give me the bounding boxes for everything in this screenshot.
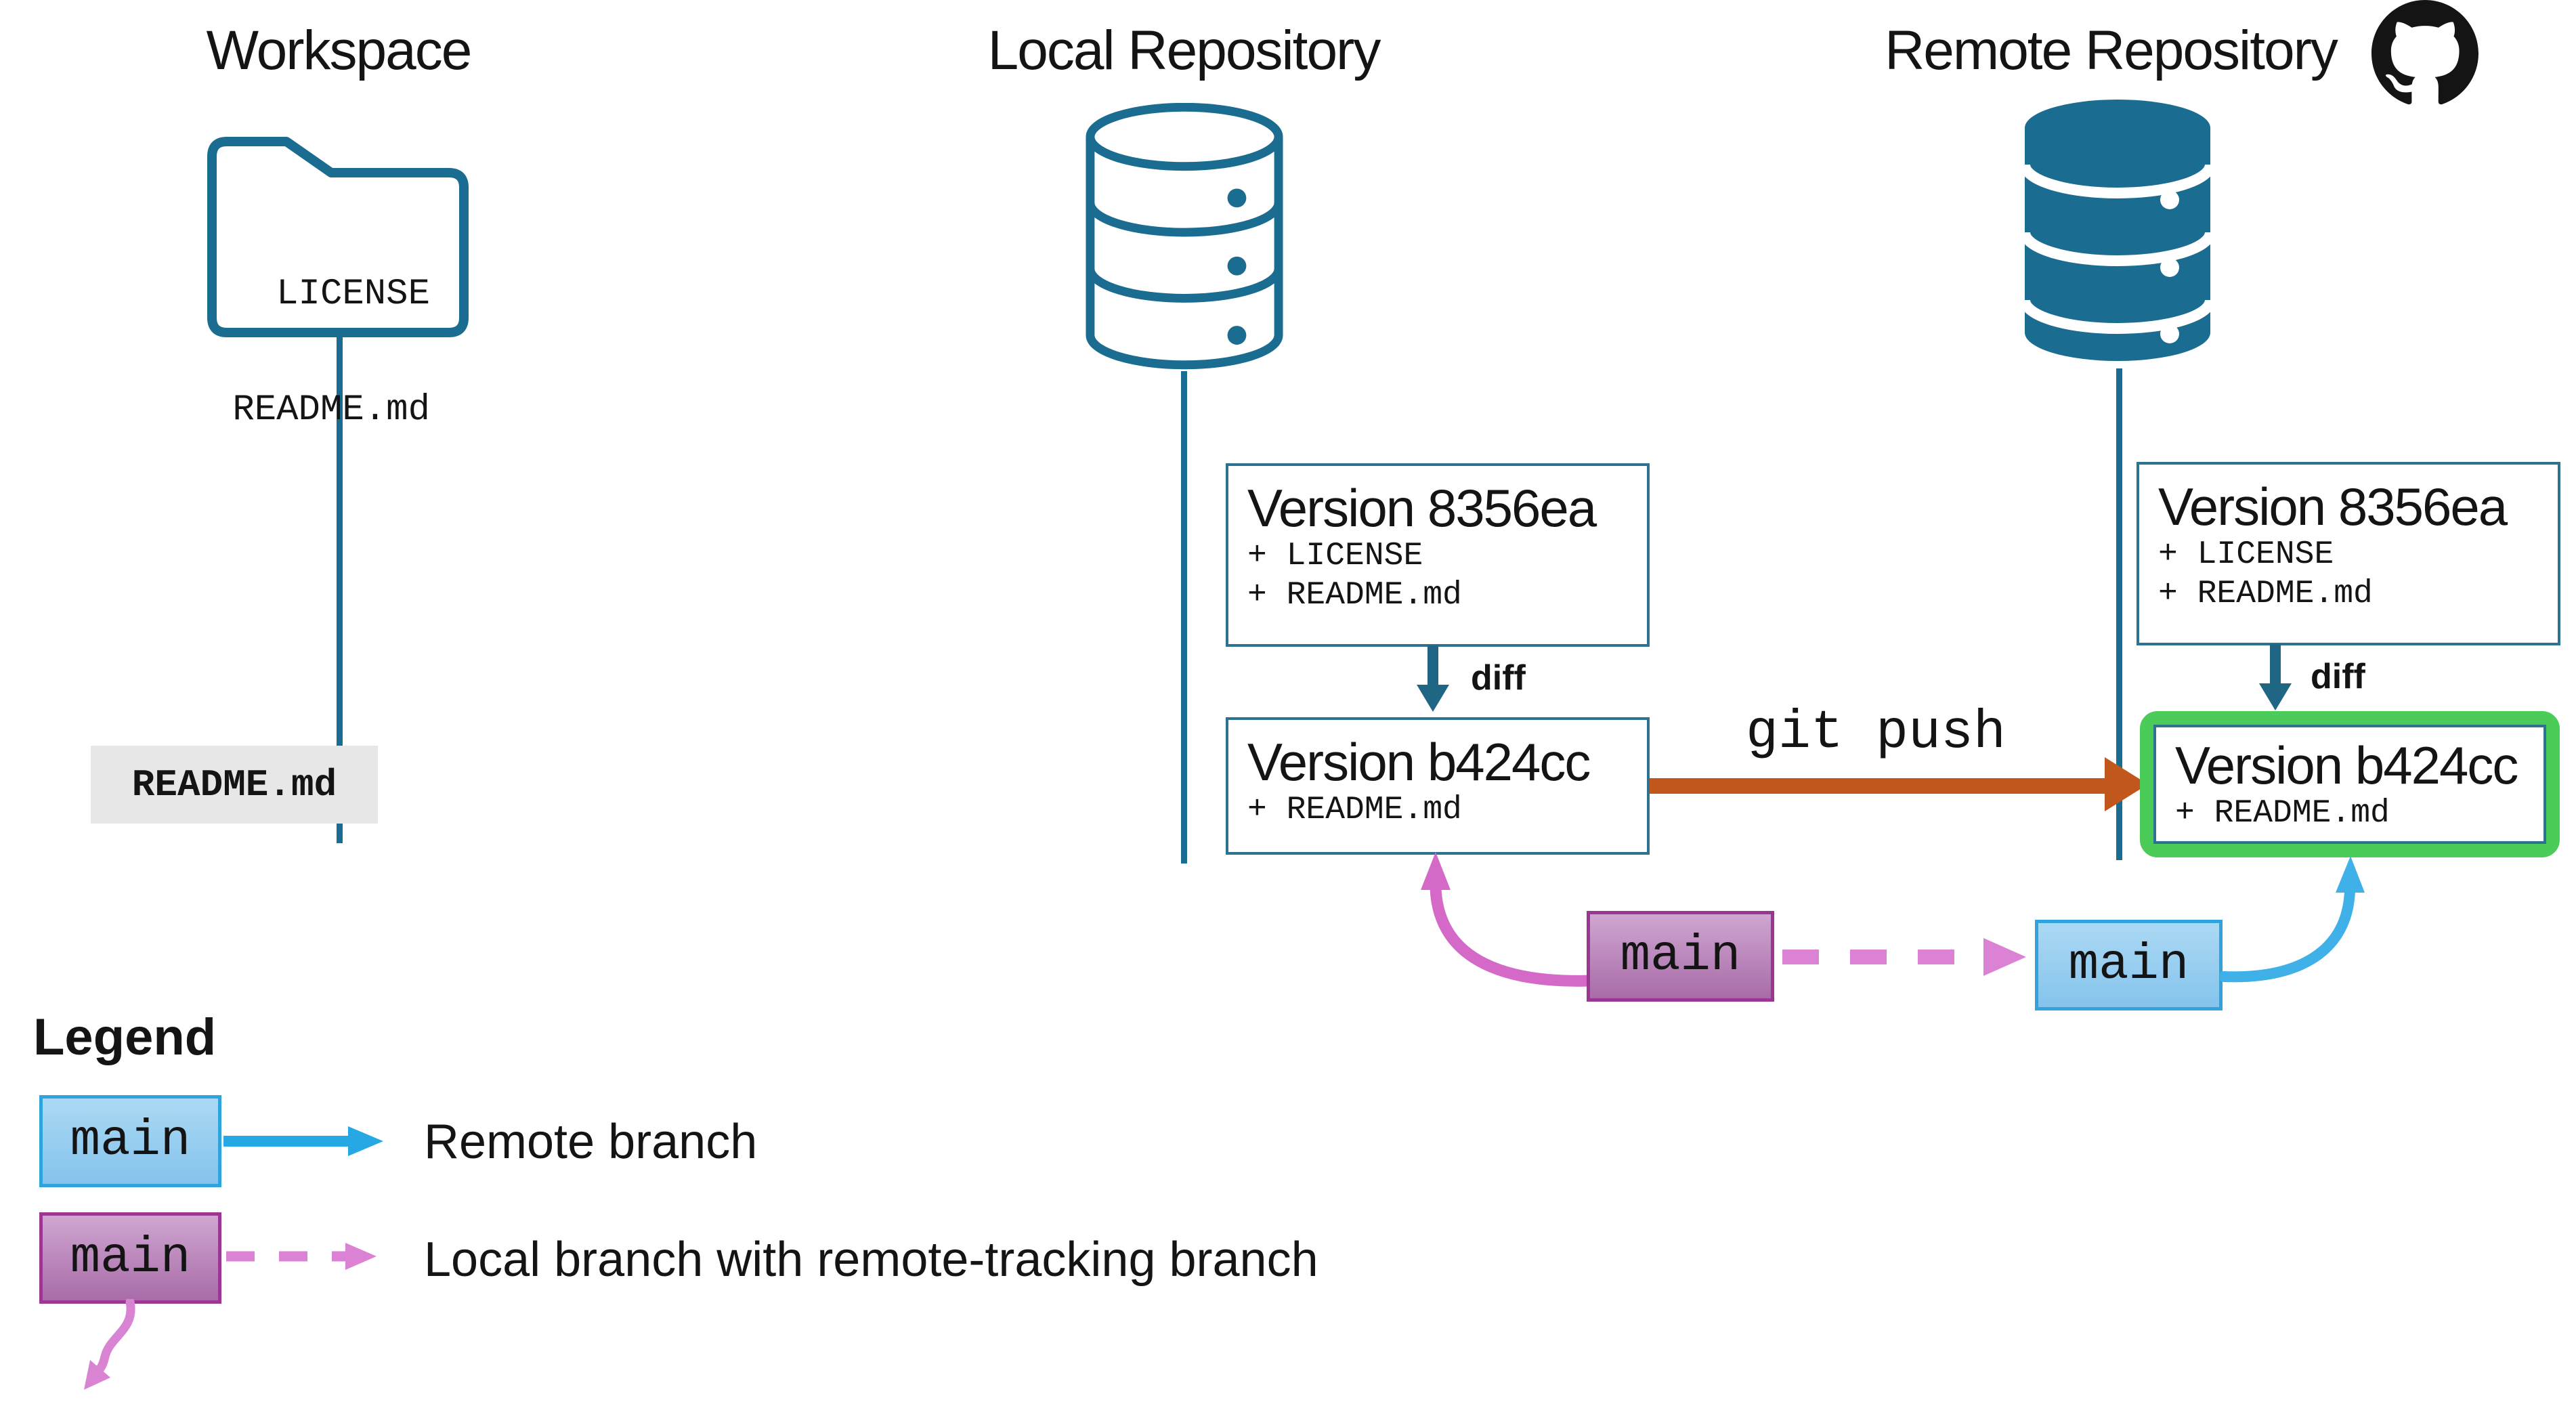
remote-version-8356ea-box: Version 8356ea + LICENSE + README.md xyxy=(2137,462,2560,645)
local-branch-curved-arrow xyxy=(1421,852,1597,987)
diff-arrow-remote-icon xyxy=(2259,644,2292,710)
worktree-file-label: README.md xyxy=(131,763,337,807)
remote-version-8356ea-file-1: + LICENSE xyxy=(2158,536,2334,573)
local-version-b424cc-box: Version b424cc + README.md xyxy=(1226,717,1650,855)
local-version-b424cc-file-1: + README.md xyxy=(1247,792,1462,828)
remote-version-8356ea-title: Version 8356ea xyxy=(2158,477,2508,536)
github-icon xyxy=(2371,0,2478,105)
folder-icon xyxy=(207,137,469,337)
worktree-file-chip: README.md xyxy=(91,746,378,824)
remote-repository-title: Remote Repository xyxy=(1885,20,2338,81)
legend-branch-curved-arrow xyxy=(84,1299,135,1390)
local-timeline-line xyxy=(1181,371,1187,864)
remote-version-b424cc-box: Version b424cc + README.md xyxy=(2153,725,2546,844)
local-main-branch-label: main xyxy=(1620,928,1741,985)
diff-label-local: diff xyxy=(1471,658,1526,698)
folder-file-license: LICENSE xyxy=(276,274,430,315)
diff-arrow-local-icon xyxy=(1417,645,1449,712)
remote-main-branch-chip: main xyxy=(2035,920,2223,1010)
workspace-timeline-line xyxy=(337,336,343,843)
remote-version-b424cc-highlight: Version b424cc + README.md xyxy=(2140,711,2560,857)
workspace-folder-files: LICENSE README.md xyxy=(207,198,430,507)
legend-tracking-dashed-arrow xyxy=(226,1243,377,1270)
remote-version-b424cc-file-1: + README.md xyxy=(2175,795,2390,832)
folder-file-readme: README.md xyxy=(232,389,430,431)
workspace-title: Workspace xyxy=(206,20,473,81)
legend-remote-branch-label: Remote branch xyxy=(424,1115,758,1169)
remote-tracking-dashed-arrow xyxy=(1782,938,2026,976)
legend-remote-branch-arrow xyxy=(223,1126,383,1156)
legend-remote-branch-chip: main xyxy=(39,1095,221,1187)
local-repository-title: Local Repository xyxy=(987,20,1381,81)
remote-main-branch-label: main xyxy=(2068,937,2189,994)
git-push-label: git push xyxy=(1745,702,2006,764)
legend-local-branch-chip: main xyxy=(39,1212,221,1304)
local-version-b424cc-title: Version b424cc xyxy=(1247,732,1591,792)
remote-timeline-line xyxy=(2116,368,2122,860)
legend-local-branch-label: Local branch with remote-tracking branch xyxy=(424,1233,1318,1287)
local-version-8356ea-file-2: + README.md xyxy=(1247,577,1462,614)
remote-version-8356ea-file-2: + README.md xyxy=(2158,576,2373,612)
local-main-branch-chip: main xyxy=(1587,911,1774,1002)
legend-heading: Legend xyxy=(33,1008,217,1066)
legend-remote-branch-chip-label: main xyxy=(70,1113,191,1170)
local-version-8356ea-box: Version 8356ea + LICENSE + README.md xyxy=(1226,463,1650,647)
legend-local-branch-chip-label: main xyxy=(70,1229,191,1287)
local-version-8356ea-file-1: + LICENSE xyxy=(1247,538,1423,574)
git-push-arrow-icon xyxy=(1650,757,2148,811)
remote-version-b424cc-title: Version b424cc xyxy=(2175,736,2518,795)
local-version-8356ea-title: Version 8356ea xyxy=(1247,478,1597,538)
database-outline-icon xyxy=(1086,103,1283,370)
diff-label-remote: diff xyxy=(2311,657,2365,696)
remote-branch-curved-arrow xyxy=(2220,856,2365,983)
database-filled-icon xyxy=(2019,100,2216,361)
